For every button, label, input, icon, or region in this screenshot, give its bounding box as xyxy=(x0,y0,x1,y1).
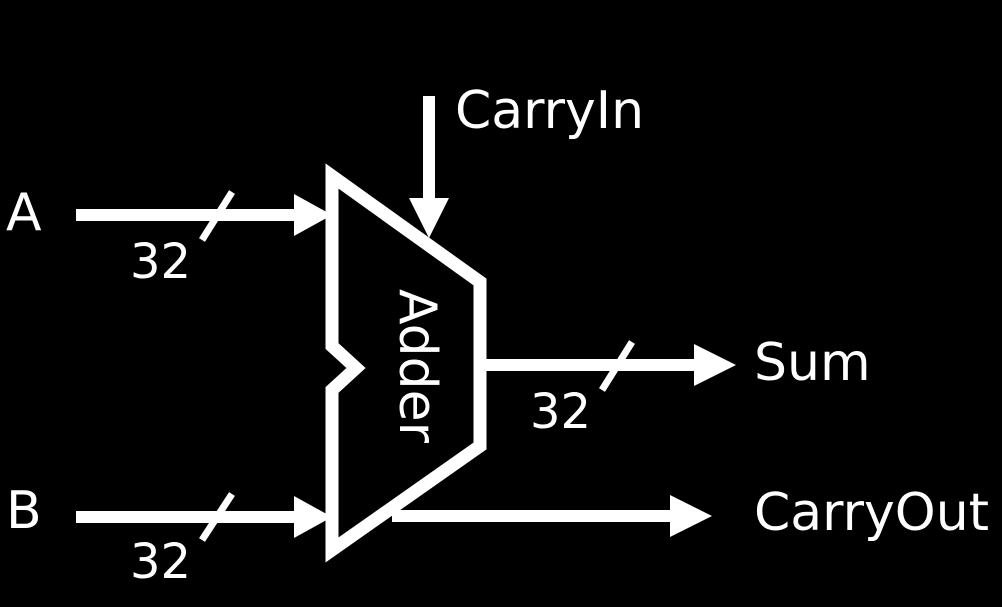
sum-bus-slash xyxy=(599,340,635,392)
input-b-arrowhead xyxy=(294,496,332,538)
carry-in-arrowhead xyxy=(409,198,449,238)
input-a-label: A xyxy=(6,183,42,243)
sum-width-label: 32 xyxy=(530,384,591,440)
input-b-width-label: 32 xyxy=(130,534,191,590)
adder-body xyxy=(325,163,487,563)
adder-label: Adder xyxy=(387,289,447,444)
input-a-width-label: 32 xyxy=(130,234,191,290)
sum-arrowhead xyxy=(694,344,736,386)
carry-out-arrowhead xyxy=(670,495,712,537)
carry-in-label: CarryIn xyxy=(455,81,644,141)
input-a-arrowhead xyxy=(294,194,332,236)
carry-out-label: CarryOut xyxy=(754,483,989,543)
input-b-bus-slash xyxy=(199,492,235,542)
input-b-label: B xyxy=(6,481,42,541)
input-a-bus-slash xyxy=(199,190,235,242)
sum-label: Sum xyxy=(754,333,871,393)
